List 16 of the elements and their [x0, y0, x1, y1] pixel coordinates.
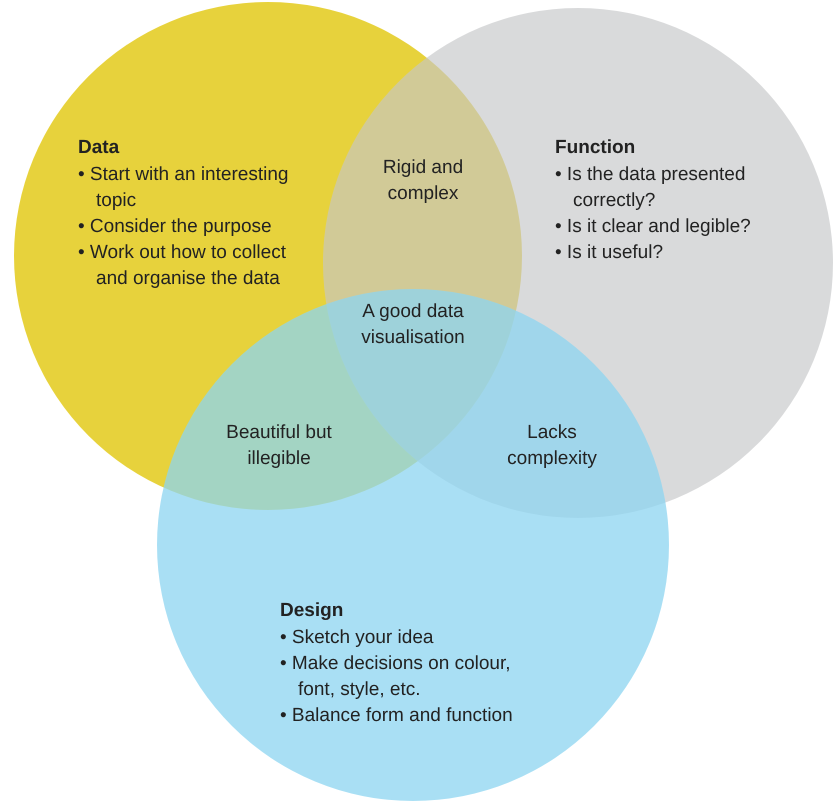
overlap-label: Beautiful but illegible: [225, 421, 333, 471]
bullet-item: • Make decisions on colour, font, style, etc.: [280, 652, 512, 702]
circle-heading: Function: [555, 136, 636, 160]
bullet-item: • Consider the purpose: [78, 215, 273, 239]
bullet-item: • Is it clear and legible?: [555, 215, 752, 239]
circle-heading: Data: [78, 136, 120, 160]
bullet-item: • Start with an interesting topic: [78, 163, 290, 213]
bullet-item: • Sketch your idea: [280, 626, 434, 650]
bullet-item: • Balance form and function: [280, 704, 514, 728]
overlap-label: Lacks complexity: [506, 421, 598, 471]
overlap-label: Rigid and complex: [382, 156, 464, 206]
overlap-label: A good data visualisation: [360, 300, 466, 350]
bullet-item: • Work out how to collect and organise the data: [78, 241, 287, 291]
bullet-item: • Is the data presented correctly?: [555, 163, 746, 213]
circle-heading: Design: [280, 599, 344, 623]
bullet-item: • Is it useful?: [555, 241, 664, 265]
